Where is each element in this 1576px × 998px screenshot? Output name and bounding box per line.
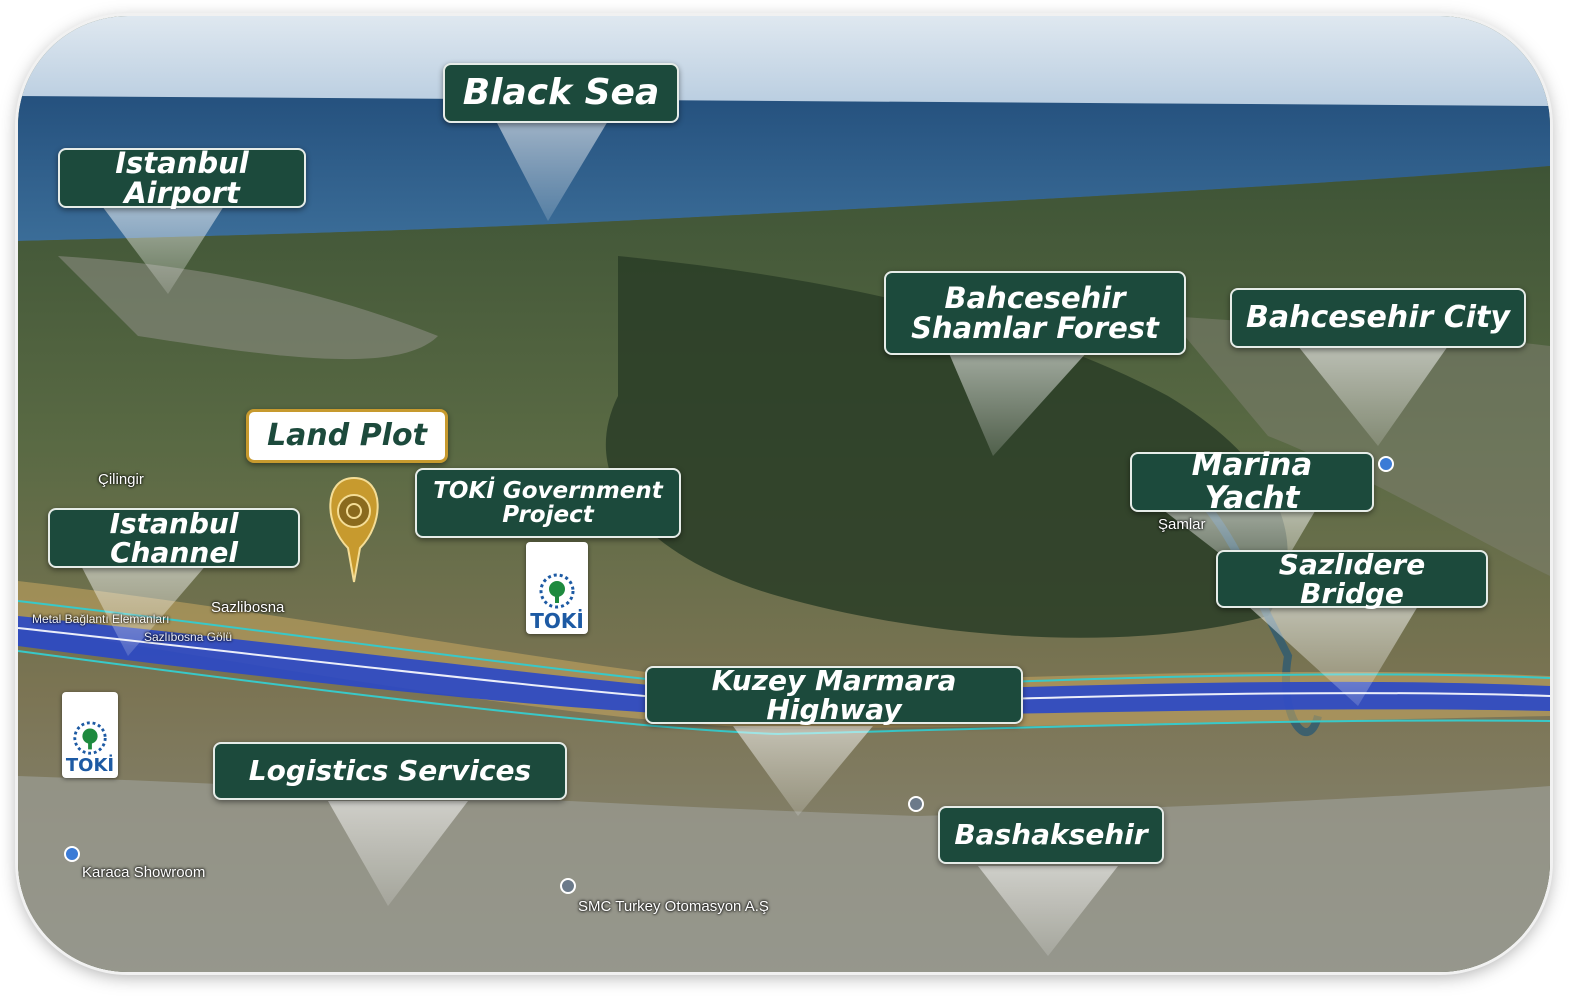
- location-dot-icon[interactable]: [1378, 456, 1394, 472]
- label-bahcesehir-shamlar-forest[interactable]: Bahcesehir Shamlar Forest: [884, 271, 1186, 355]
- label-sazlidere-bridge[interactable]: Sazlıdere Bridge: [1216, 549, 1488, 608]
- label-bashaksehir[interactable]: Bashaksehir: [938, 806, 1164, 864]
- map-text-sazlibosna: Sazlibosna: [211, 599, 285, 616]
- label-marina-yacht[interactable]: Marina Yacht: [1130, 449, 1374, 514]
- location-dot-icon[interactable]: [908, 796, 924, 812]
- location-dot-icon[interactable]: [560, 878, 576, 894]
- label-toki-government-project[interactable]: TOKİ Government Project: [415, 468, 681, 538]
- toki-tree-icon: [73, 721, 107, 755]
- label-bahcesehir-city[interactable]: Bahcesehir City: [1230, 288, 1526, 348]
- map-frame: Black Sea Istanbul Airport Bahcesehir Sh…: [18, 16, 1550, 972]
- map-text-smc-turkey: SMC Turkey Otomasyon A.Ş: [578, 898, 769, 915]
- toki-logo-project: TOKİ: [526, 542, 588, 634]
- map-text-sazlibosna-golu: Sazlıbosna Gölü: [144, 630, 233, 644]
- toki-logo-left: TOKİ: [62, 692, 118, 778]
- label-logistics-services[interactable]: Logistics Services: [213, 742, 567, 800]
- toki-tree-icon: [539, 573, 575, 609]
- map-text-metal-baglanti: Metal Bağlantı Elemanları: [32, 612, 170, 626]
- label-land-plot[interactable]: Land Plot: [246, 409, 448, 463]
- label-kuzey-marmara-highway[interactable]: Kuzey Marmara Highway: [645, 665, 1023, 724]
- label-black-sea[interactable]: Black Sea: [443, 63, 679, 123]
- location-dot-icon[interactable]: [64, 846, 80, 862]
- map-pin-icon[interactable]: [329, 476, 379, 583]
- map-text-karaca-showroom: Karaca Showroom: [82, 864, 206, 881]
- label-istanbul-airport[interactable]: Istanbul Airport: [58, 147, 306, 208]
- map-text-cilingir: Çilingir: [98, 471, 144, 488]
- map-text-samlar: Şamlar: [1158, 516, 1206, 533]
- label-istanbul-channel[interactable]: Istanbul Channel: [48, 508, 300, 568]
